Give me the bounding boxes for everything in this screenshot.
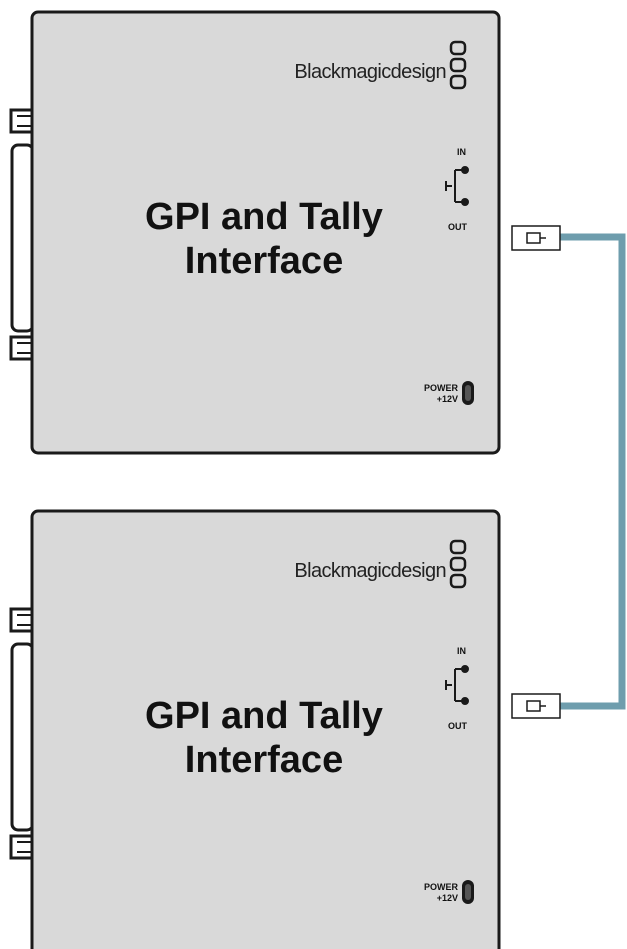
device-title-line-2: Interface (184, 739, 344, 781)
gpi-switch-icon (445, 665, 469, 705)
device-body (30, 10, 501, 455)
power-label-line-1: POWER (423, 383, 458, 393)
device-title-line-2: Interface (184, 240, 344, 282)
blackmagic-logo-icon (449, 539, 467, 589)
device-body (30, 509, 501, 949)
gpi-in-label: IN (457, 646, 466, 656)
blackmagic-logo-icon (449, 40, 467, 90)
power-label-line-1: POWER (423, 882, 458, 892)
device-title: GPI and Tally Interface (110, 694, 418, 782)
device-title: GPI and Tally Interface (110, 195, 418, 283)
device-title-line-1: GPI and Tally (145, 196, 383, 238)
device-housing (9, 509, 501, 949)
gpi-in-label: IN (457, 147, 466, 157)
device-housing (9, 10, 501, 455)
ethernet-plug-icon (511, 693, 561, 719)
brand-wordmark: Blackmagicdesign (294, 61, 446, 83)
gpi-out-label: OUT (448, 721, 467, 731)
gpi-out-label: OUT (448, 222, 467, 232)
cable-line (560, 233, 626, 710)
power-label-line-2: +12V (436, 893, 458, 903)
gpi-tally-device-1: Blackmagicdesign IN OUT GPI and Tally In… (0, 10, 505, 457)
power-label: POWER +12V (402, 383, 458, 405)
ethernet-plug-icon (511, 225, 561, 251)
gpi-tally-device-2: Blackmagicdesign IN OUT GPI and Tally In… (0, 509, 505, 949)
brand-wordmark: Blackmagicdesign (294, 560, 446, 582)
power-label: POWER +12V (402, 882, 458, 904)
device-title-line-1: GPI and Tally (145, 695, 383, 737)
power-label-line-2: +12V (436, 394, 458, 404)
gpi-switch-icon (445, 166, 469, 206)
